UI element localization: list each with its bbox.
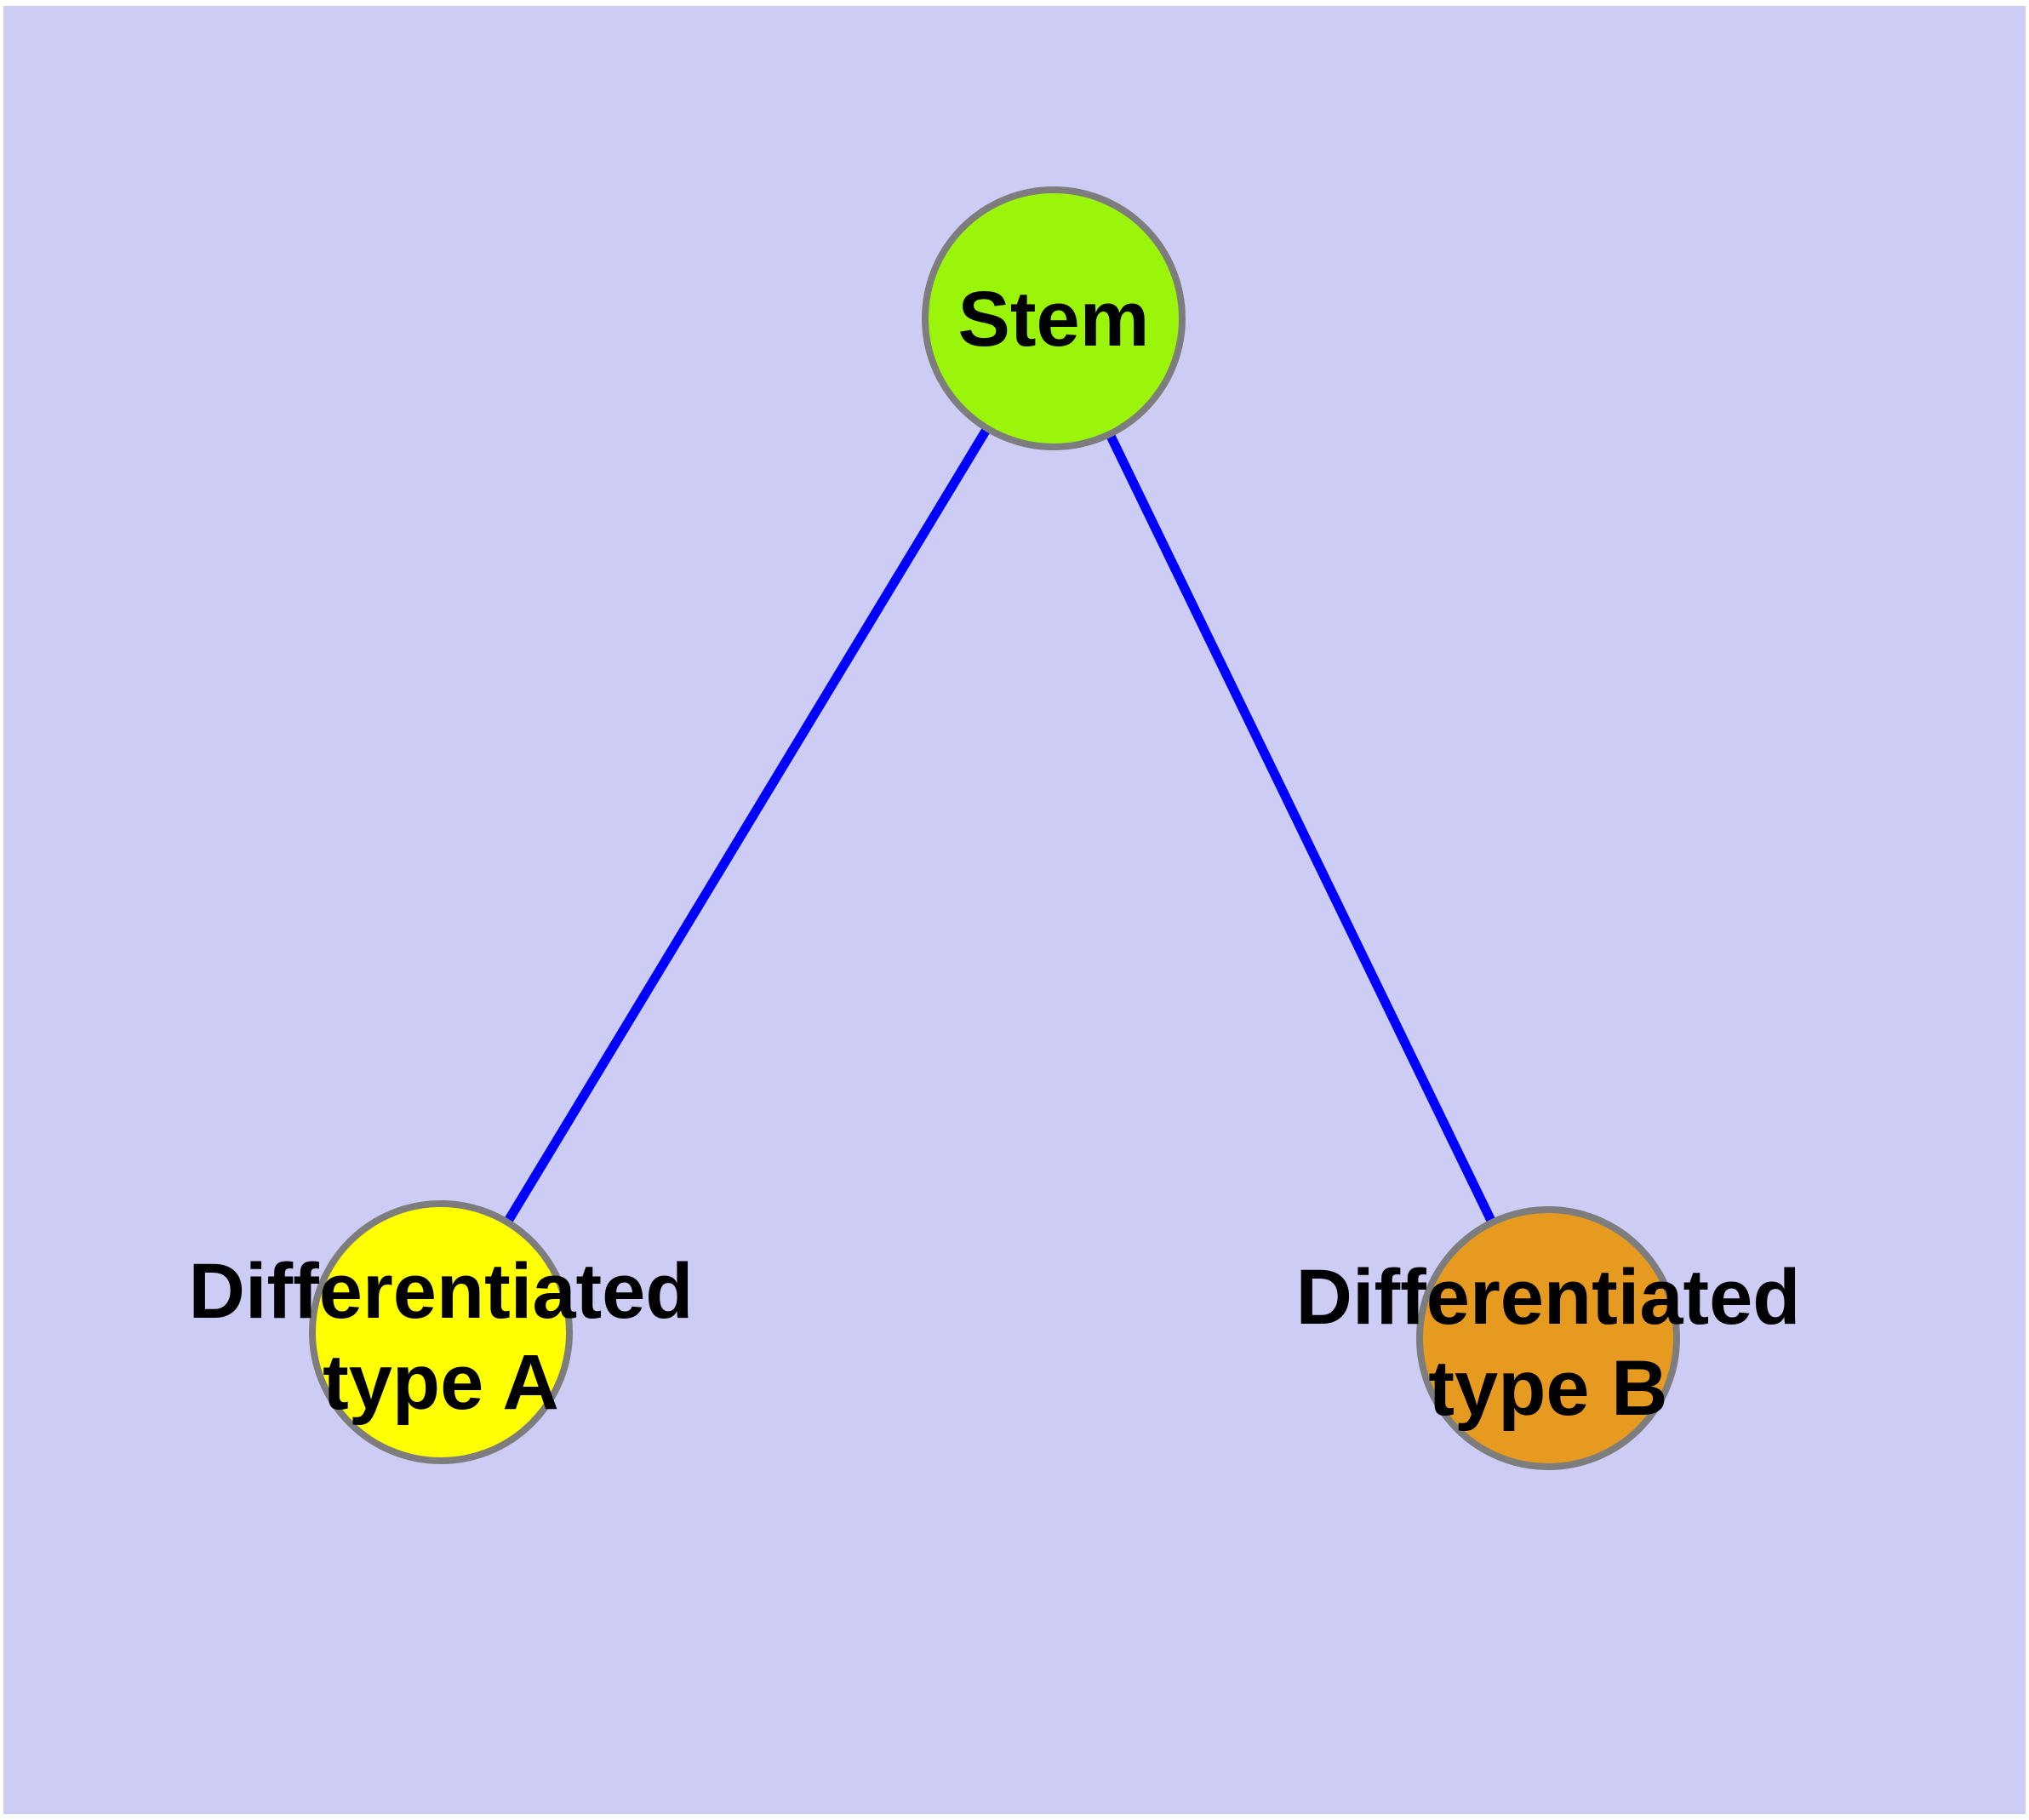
node-type-b-label-line1: Differentiated <box>1296 1254 1801 1341</box>
node-type-b-label-line2: type B <box>1428 1345 1667 1432</box>
node-type-a-label-line1: Differentiated <box>189 1248 694 1335</box>
node-stem-circle <box>922 186 1186 450</box>
node-type-a-label-line2: type A <box>323 1339 559 1426</box>
edge-stem-to-type-b <box>1049 316 1552 1341</box>
edge-stem-to-type-a <box>437 316 1058 1335</box>
node-type-a-circle <box>309 1200 573 1464</box>
node-type-b-circle <box>1416 1206 1680 1470</box>
node-stem-label: Stem <box>958 276 1150 363</box>
